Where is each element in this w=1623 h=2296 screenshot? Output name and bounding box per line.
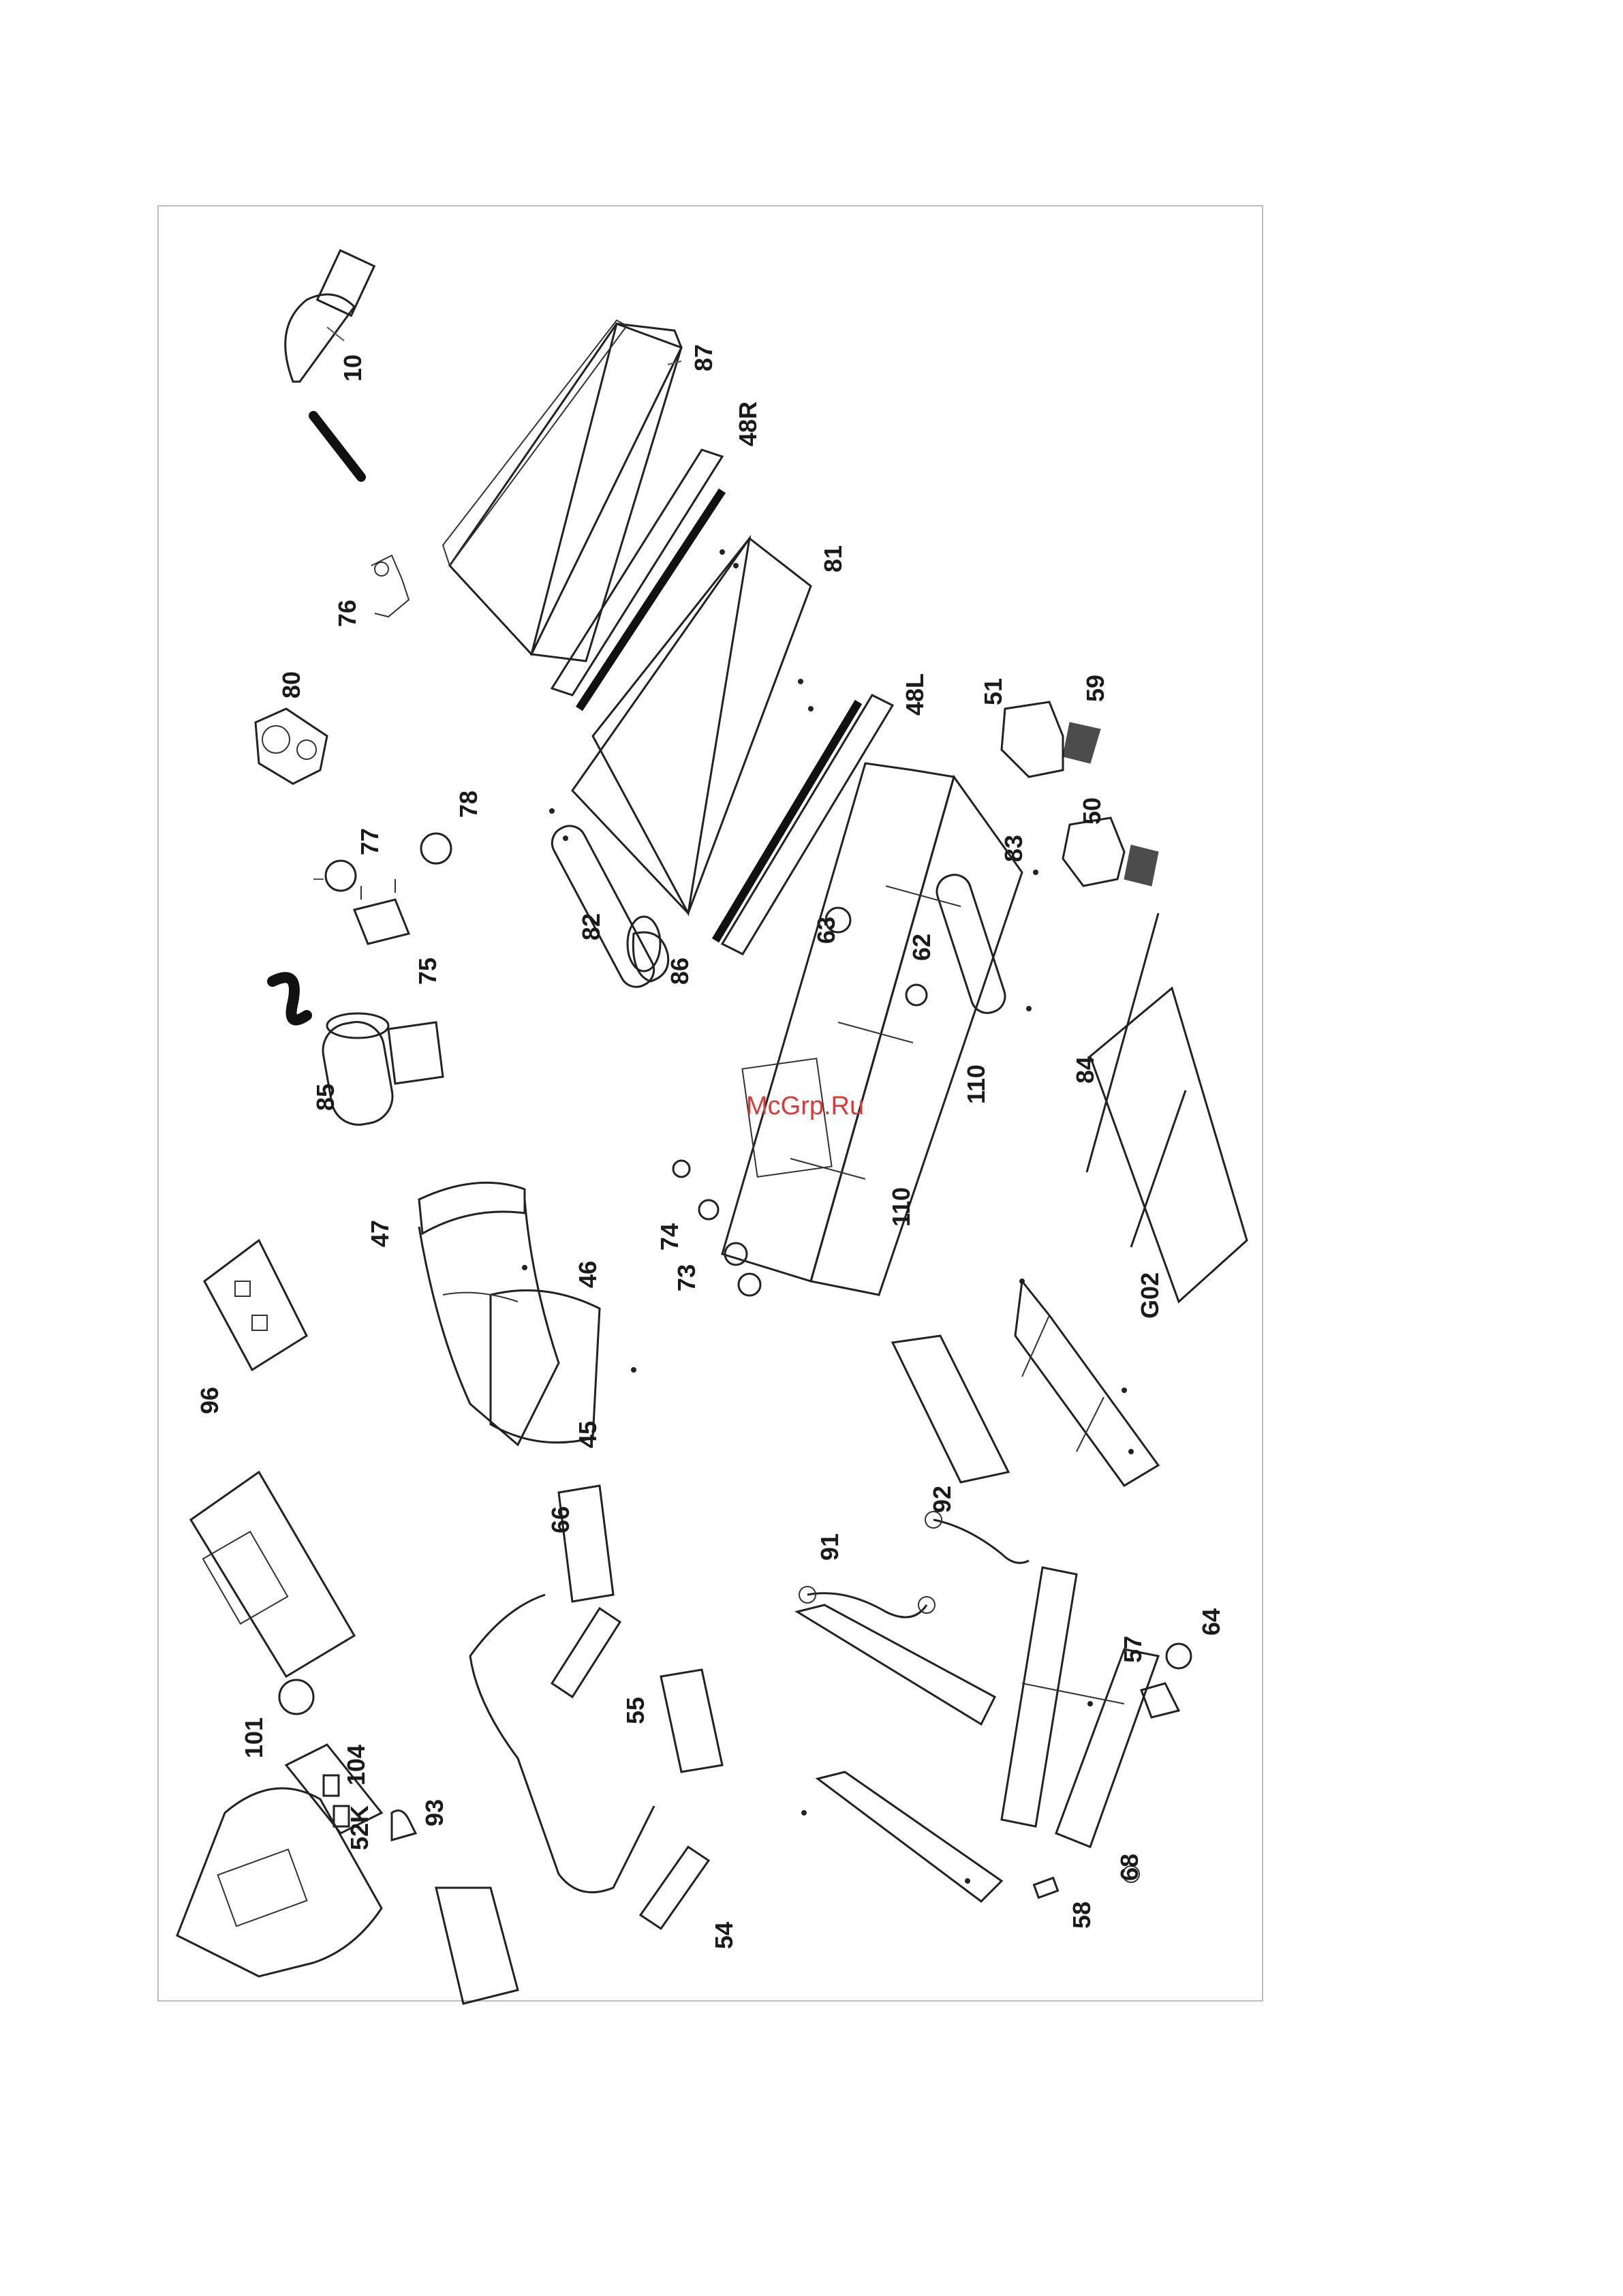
motor-bracket-part	[256, 709, 327, 784]
label-73: 73	[673, 1264, 700, 1291]
label-48R: 48R	[734, 401, 762, 446]
label-68: 68	[1115, 1854, 1143, 1881]
label-101: 101	[240, 1717, 268, 1758]
handrail-assembly-part	[470, 1595, 722, 1893]
main-frame-part	[722, 763, 1022, 1295]
label-54: 54	[710, 1922, 738, 1949]
label-45: 45	[574, 1421, 602, 1448]
label-51: 51	[979, 678, 1007, 705]
label-58: 58	[1068, 1901, 1096, 1929]
motor-hood-part	[419, 1182, 600, 1445]
side-rail-right-part	[552, 450, 722, 709]
rear-cap-part-51	[1002, 702, 1100, 777]
black-strip	[313, 416, 361, 477]
upright-frame-part	[797, 1567, 1158, 1901]
part-93	[392, 1811, 416, 1840]
label-80: 80	[277, 671, 305, 699]
label-74: 74	[655, 1223, 683, 1251]
support-bar-part	[1087, 913, 1158, 1172]
label-85: 85	[311, 1084, 339, 1111]
label-52K: 52K	[345, 1805, 373, 1850]
label-86: 86	[666, 958, 694, 985]
label-81: 81	[819, 545, 847, 572]
side-rail-left-part	[715, 695, 893, 954]
label-87: 87	[690, 344, 717, 371]
base-frame-part-G02	[1015, 988, 1247, 1486]
label-110-lower: 110	[887, 1187, 915, 1227]
label-96: 96	[196, 1387, 223, 1414]
label-57: 57	[1119, 1636, 1147, 1663]
plate-part-96	[204, 1240, 307, 1370]
front-roller-part	[546, 820, 660, 992]
label-110-upper: 110	[962, 1065, 990, 1104]
label-62: 62	[908, 934, 936, 961]
rear-cap-part-50	[1063, 818, 1158, 886]
label-93: 93	[420, 1799, 448, 1826]
label-91: 91	[816, 1533, 844, 1561]
label-59: 59	[1081, 675, 1109, 702]
label-55: 55	[621, 1697, 649, 1724]
label-75: 75	[414, 958, 442, 985]
label-76: 76	[333, 600, 361, 627]
motor-part	[273, 977, 443, 1129]
label-47: 47	[366, 1220, 394, 1247]
label-66: 66	[546, 1506, 574, 1533]
handrail-part-55	[552, 1608, 620, 1697]
crossbar-part	[893, 1336, 1008, 1482]
label-48L: 48L	[901, 673, 929, 716]
label-92: 92	[928, 1486, 956, 1513]
bracket-part-75	[354, 879, 409, 944]
label-46: 46	[574, 1261, 602, 1288]
watermark: McGrp.Ru	[746, 1092, 864, 1120]
drive-belt-part	[633, 932, 668, 981]
label-64: 64	[1197, 1608, 1225, 1636]
label-82: 82	[577, 913, 605, 940]
label-77: 77	[356, 828, 384, 855]
label-10: 10	[339, 354, 367, 382]
cable-parts-91-92	[799, 1512, 1029, 1617]
handrail-cap-part-66	[559, 1486, 613, 1602]
label-104: 104	[342, 1745, 370, 1786]
label-50: 50	[1078, 797, 1106, 825]
wire-part-76	[371, 555, 409, 617]
label-78: 78	[454, 791, 482, 818]
label-G02: G02	[1136, 1272, 1164, 1319]
handrail-part-54	[640, 1847, 709, 1929]
